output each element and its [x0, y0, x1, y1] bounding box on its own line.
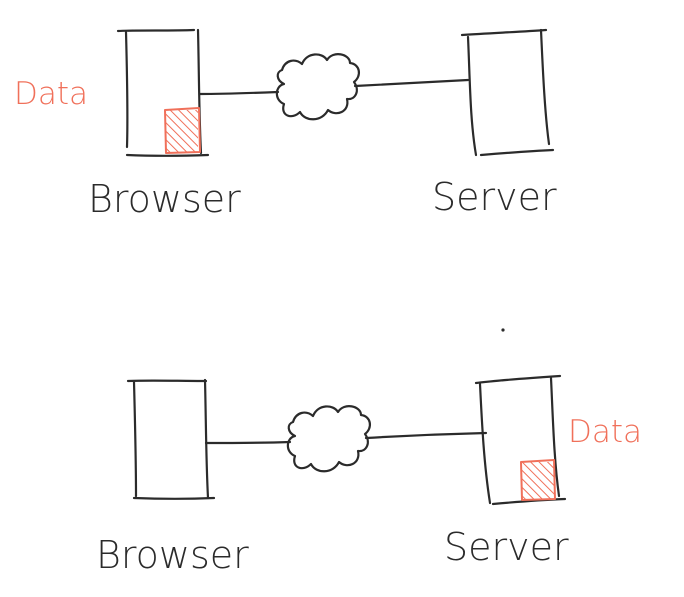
scenario-data-in-browser: Data Browser Server: [14, 28, 557, 221]
browser-label: Browser: [96, 533, 249, 577]
browser-label: Browser: [88, 177, 241, 221]
data-block: [520, 459, 556, 501]
server-box: [460, 28, 555, 157]
server-label: Server: [432, 175, 557, 219]
network-cloud-icon: [286, 405, 371, 473]
scenario-data-on-server: Data Browser Server: [96, 374, 642, 577]
network-cloud-icon: [275, 53, 360, 121]
data-block-outline: [164, 107, 201, 154]
data-label: Data: [14, 76, 88, 112]
browser-box: [116, 28, 210, 157]
cloud-server-link: [364, 431, 488, 440]
data-label: Data: [568, 414, 642, 450]
browser-cloud-link: [198, 90, 280, 96]
server-box: [474, 374, 567, 506]
browser-box: [126, 378, 216, 500]
browser-cloud-link: [204, 440, 292, 445]
cloud-server-link: [353, 78, 470, 88]
server-label: Server: [444, 525, 569, 569]
stray-dot: [501, 328, 505, 332]
data-block-outline: [520, 459, 556, 501]
data-block: [164, 107, 201, 154]
